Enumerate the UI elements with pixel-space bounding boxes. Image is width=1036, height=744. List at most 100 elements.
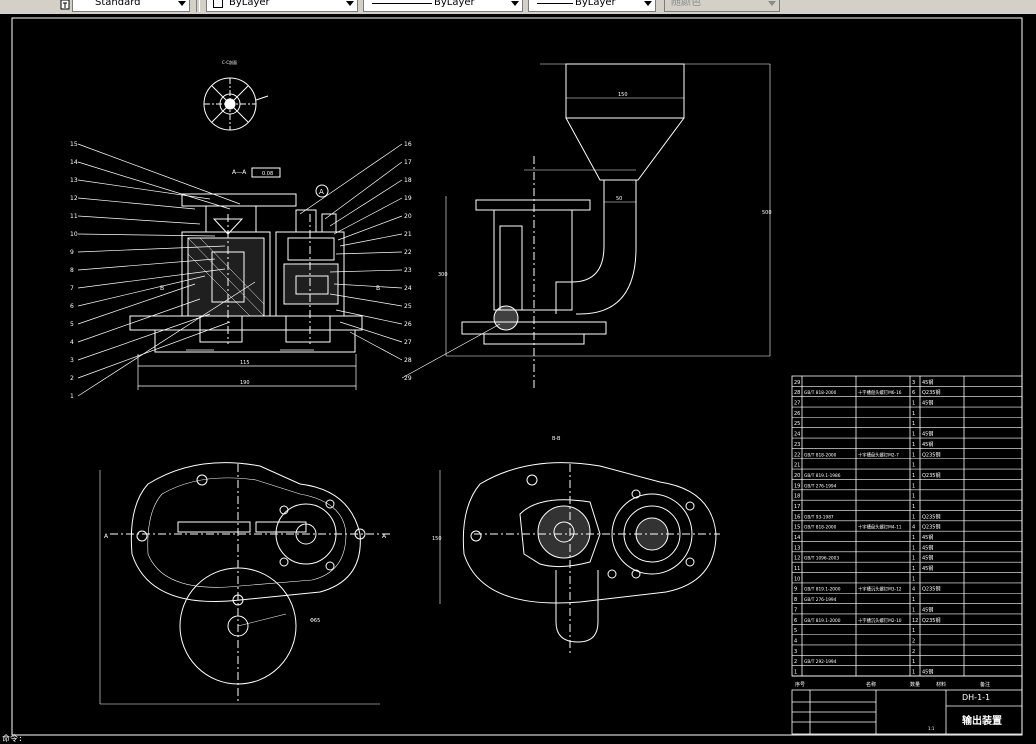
properties-toolbar: Standard ByLayer ByLayer ByLayer 随颜色 (0, 0, 1036, 15)
dim-overall-width: 190 (240, 380, 250, 386)
side-view-hopper (445, 63, 771, 388)
bom-cell-no: 27 (794, 401, 800, 407)
command-line[interactable]: 命令: (0, 734, 1036, 743)
lineweight-select[interactable]: ByLayer (528, 0, 656, 12)
bom-cell-qty: 2 (912, 638, 915, 644)
bom-cell-qty: 1 (912, 545, 915, 551)
svg-text:8: 8 (70, 267, 74, 274)
svg-text:2: 2 (70, 375, 74, 382)
view-marker-b-right: B (376, 285, 380, 292)
bom-header: 序号 名称 数量 材料 备注 (792, 675, 1022, 688)
bom-cell-no: 5 (794, 628, 797, 634)
svg-text:19: 19 (404, 195, 412, 202)
bom-cell-std: GB/T 818-2000 (804, 525, 837, 531)
layer-value: ByLayer (229, 0, 270, 8)
bom-cell-mat: Q235钢 (922, 451, 940, 458)
bom-cell-qty: 1 (912, 463, 915, 469)
section-cc-view (203, 77, 269, 131)
section-bb-view (439, 462, 720, 654)
chevron-down-icon[interactable] (346, 1, 354, 6)
bom-cell-no: 20 (794, 473, 800, 479)
bom-cell-qty: 1 (912, 411, 915, 417)
bom-cell-mat: 45钢 (922, 669, 933, 676)
bom-cell-mat: 45钢 (922, 441, 933, 448)
svg-text:序号: 序号 (795, 681, 805, 688)
dim-spout-width: 50 (616, 196, 622, 202)
dim-hopper-width: 150 (618, 92, 628, 98)
bom-cell-mat: 45钢 (922, 534, 933, 541)
bom-cell-no: 15 (794, 525, 800, 531)
lineweight-value: ByLayer (575, 0, 616, 8)
bom-cell-no: 16 (794, 514, 800, 520)
layer-select[interactable]: ByLayer (206, 0, 358, 12)
bom-cell-qty: 1 (912, 659, 915, 665)
bom-cell-std: GB/T 818-2000 (804, 390, 837, 396)
bom-cell-no: 18 (794, 494, 800, 500)
svg-text:17: 17 (404, 159, 412, 166)
bom-cell-mat: Q235钢 (922, 472, 940, 479)
bom-cell-name: 十字槽盘头螺钉M6-16 (858, 389, 902, 396)
svg-text:26: 26 (404, 321, 412, 328)
bom-cell-no: 9 (794, 587, 797, 593)
bom-cell-qty: 1 (912, 670, 915, 676)
chevron-down-icon[interactable] (511, 1, 519, 6)
svg-text:6: 6 (70, 303, 74, 310)
bom-cell-std: GB/T 276-1994 (804, 597, 837, 603)
bom-cell-qty: 4 (912, 587, 915, 593)
bom-cell-mat: 45钢 (922, 565, 933, 572)
bom-cell-no: 6 (794, 618, 797, 624)
bom-cell-no: 21 (794, 463, 800, 469)
bom-cell-mat: 45钢 (922, 544, 933, 551)
chevron-down-icon[interactable] (768, 1, 776, 6)
text-style-select[interactable]: Standard (72, 0, 190, 12)
toolbar-separator (196, 0, 200, 12)
dim-bb-height: 150 (432, 536, 442, 542)
dim-hopper-height: 500 (762, 210, 772, 216)
bom-cell-no: 11 (794, 566, 800, 572)
bom-cell-mat: 45钢 (922, 431, 933, 438)
drawing-canvas[interactable]: C-C剖面 (0, 14, 1036, 736)
bom-cell-no: 19 (794, 483, 800, 489)
bom-cell-name: 十字槽盘头螺钉M4-11 (858, 524, 902, 531)
svg-text:10: 10 (70, 231, 78, 238)
bom-cell-qty: 1 (912, 566, 915, 572)
bom-cell-no: 23 (794, 442, 800, 448)
bom-cell-qty: 3 (912, 380, 915, 386)
svg-text:29: 29 (404, 375, 412, 382)
svg-text:名称: 名称 (866, 681, 876, 688)
bom-cell-no: 1 (794, 670, 797, 676)
command-prompt: 命令: (2, 734, 23, 743)
bom-cell-qty: 2 (912, 649, 915, 655)
section-aa-label: A—A (232, 169, 247, 176)
svg-text:5: 5 (70, 321, 74, 328)
drawing-title: 输出装置 (962, 714, 1002, 727)
svg-text:28: 28 (404, 357, 412, 364)
bom-cell-qty: 4 (912, 525, 915, 531)
bom-cell-qty: 1 (912, 597, 915, 603)
bom-cell-qty: 1 (912, 504, 915, 510)
bom-cell-no: 10 (794, 576, 800, 582)
view-marker-a-left: A (104, 533, 109, 540)
bom-cell-no: 7 (794, 607, 797, 613)
drawing-border (11, 17, 1023, 736)
color-swatch-icon (213, 0, 223, 8)
bom-cell-std: GB/T 819.1-2000 (804, 618, 841, 624)
chevron-down-icon[interactable] (178, 1, 186, 6)
bom-cell-qty: 1 (912, 556, 915, 562)
assembly-front-view (129, 193, 363, 353)
svg-text:13: 13 (70, 177, 78, 184)
bom-cell-no: 2 (794, 659, 797, 665)
datum-a: A (319, 188, 324, 196)
chevron-down-icon[interactable] (644, 1, 652, 6)
bom-cell-qty: 1 (912, 514, 915, 520)
bom-cell-no: 14 (794, 535, 800, 541)
bom-cell-qty: 1 (912, 442, 915, 448)
bom-cell-qty: 1 (912, 432, 915, 438)
linetype-select[interactable]: ByLayer (363, 0, 523, 12)
bom-cell-mat: 45钢 (922, 379, 933, 386)
bom-cell-no: 17 (794, 504, 800, 510)
text-style-icon[interactable] (60, 0, 70, 12)
bom-cell-mat: Q235钢 (922, 389, 940, 396)
plot-style-select[interactable]: 随颜色 (664, 0, 780, 12)
svg-text:12: 12 (70, 195, 78, 202)
